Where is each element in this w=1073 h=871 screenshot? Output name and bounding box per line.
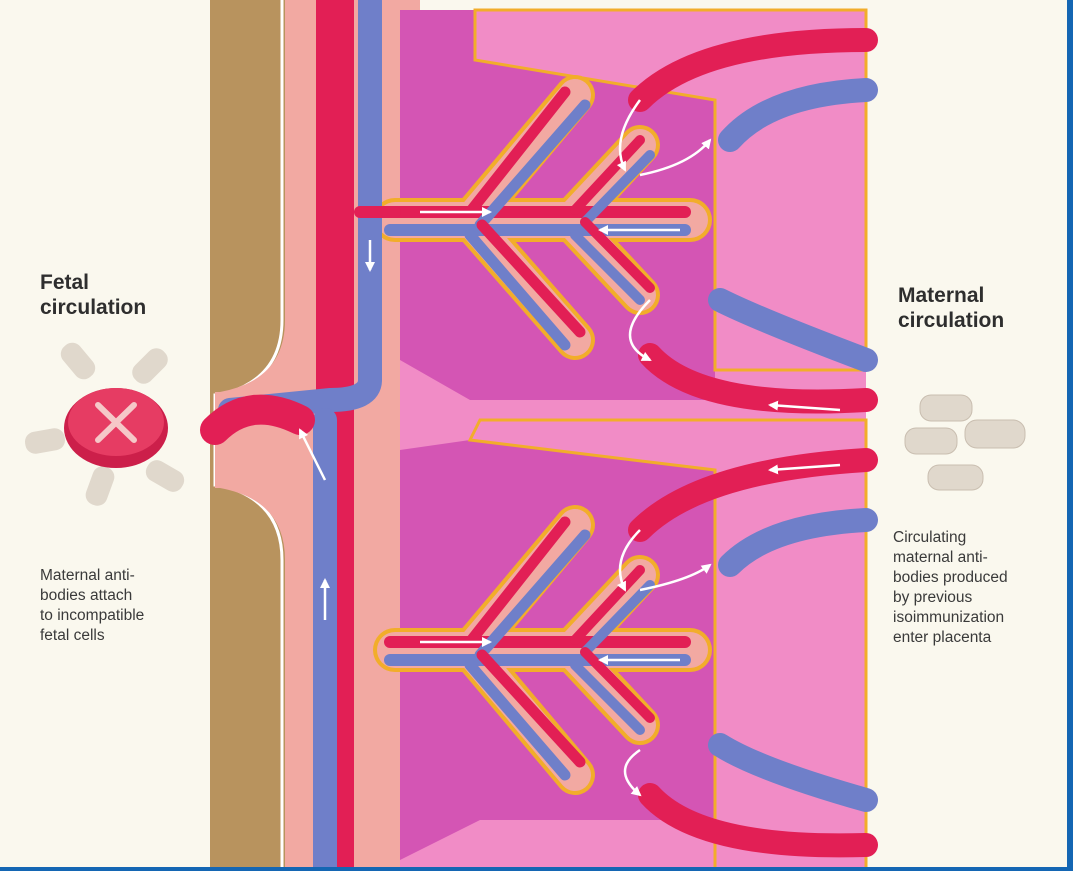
frame-right-border [1067,0,1073,871]
frame-bottom-border [0,867,1073,871]
maternal-circulation-title: Maternal circulation [898,283,1004,333]
fetal-cell-with-antibodies-icon [23,339,187,509]
fetal-caption: Maternal anti- bodies attach to incompat… [40,566,144,646]
maternal-caption: Circulating maternal anti- bodies produc… [893,528,1008,648]
fetal-circulation-title: Fetal circulation [40,270,146,320]
maternal-antibodies-icon [905,395,1025,490]
